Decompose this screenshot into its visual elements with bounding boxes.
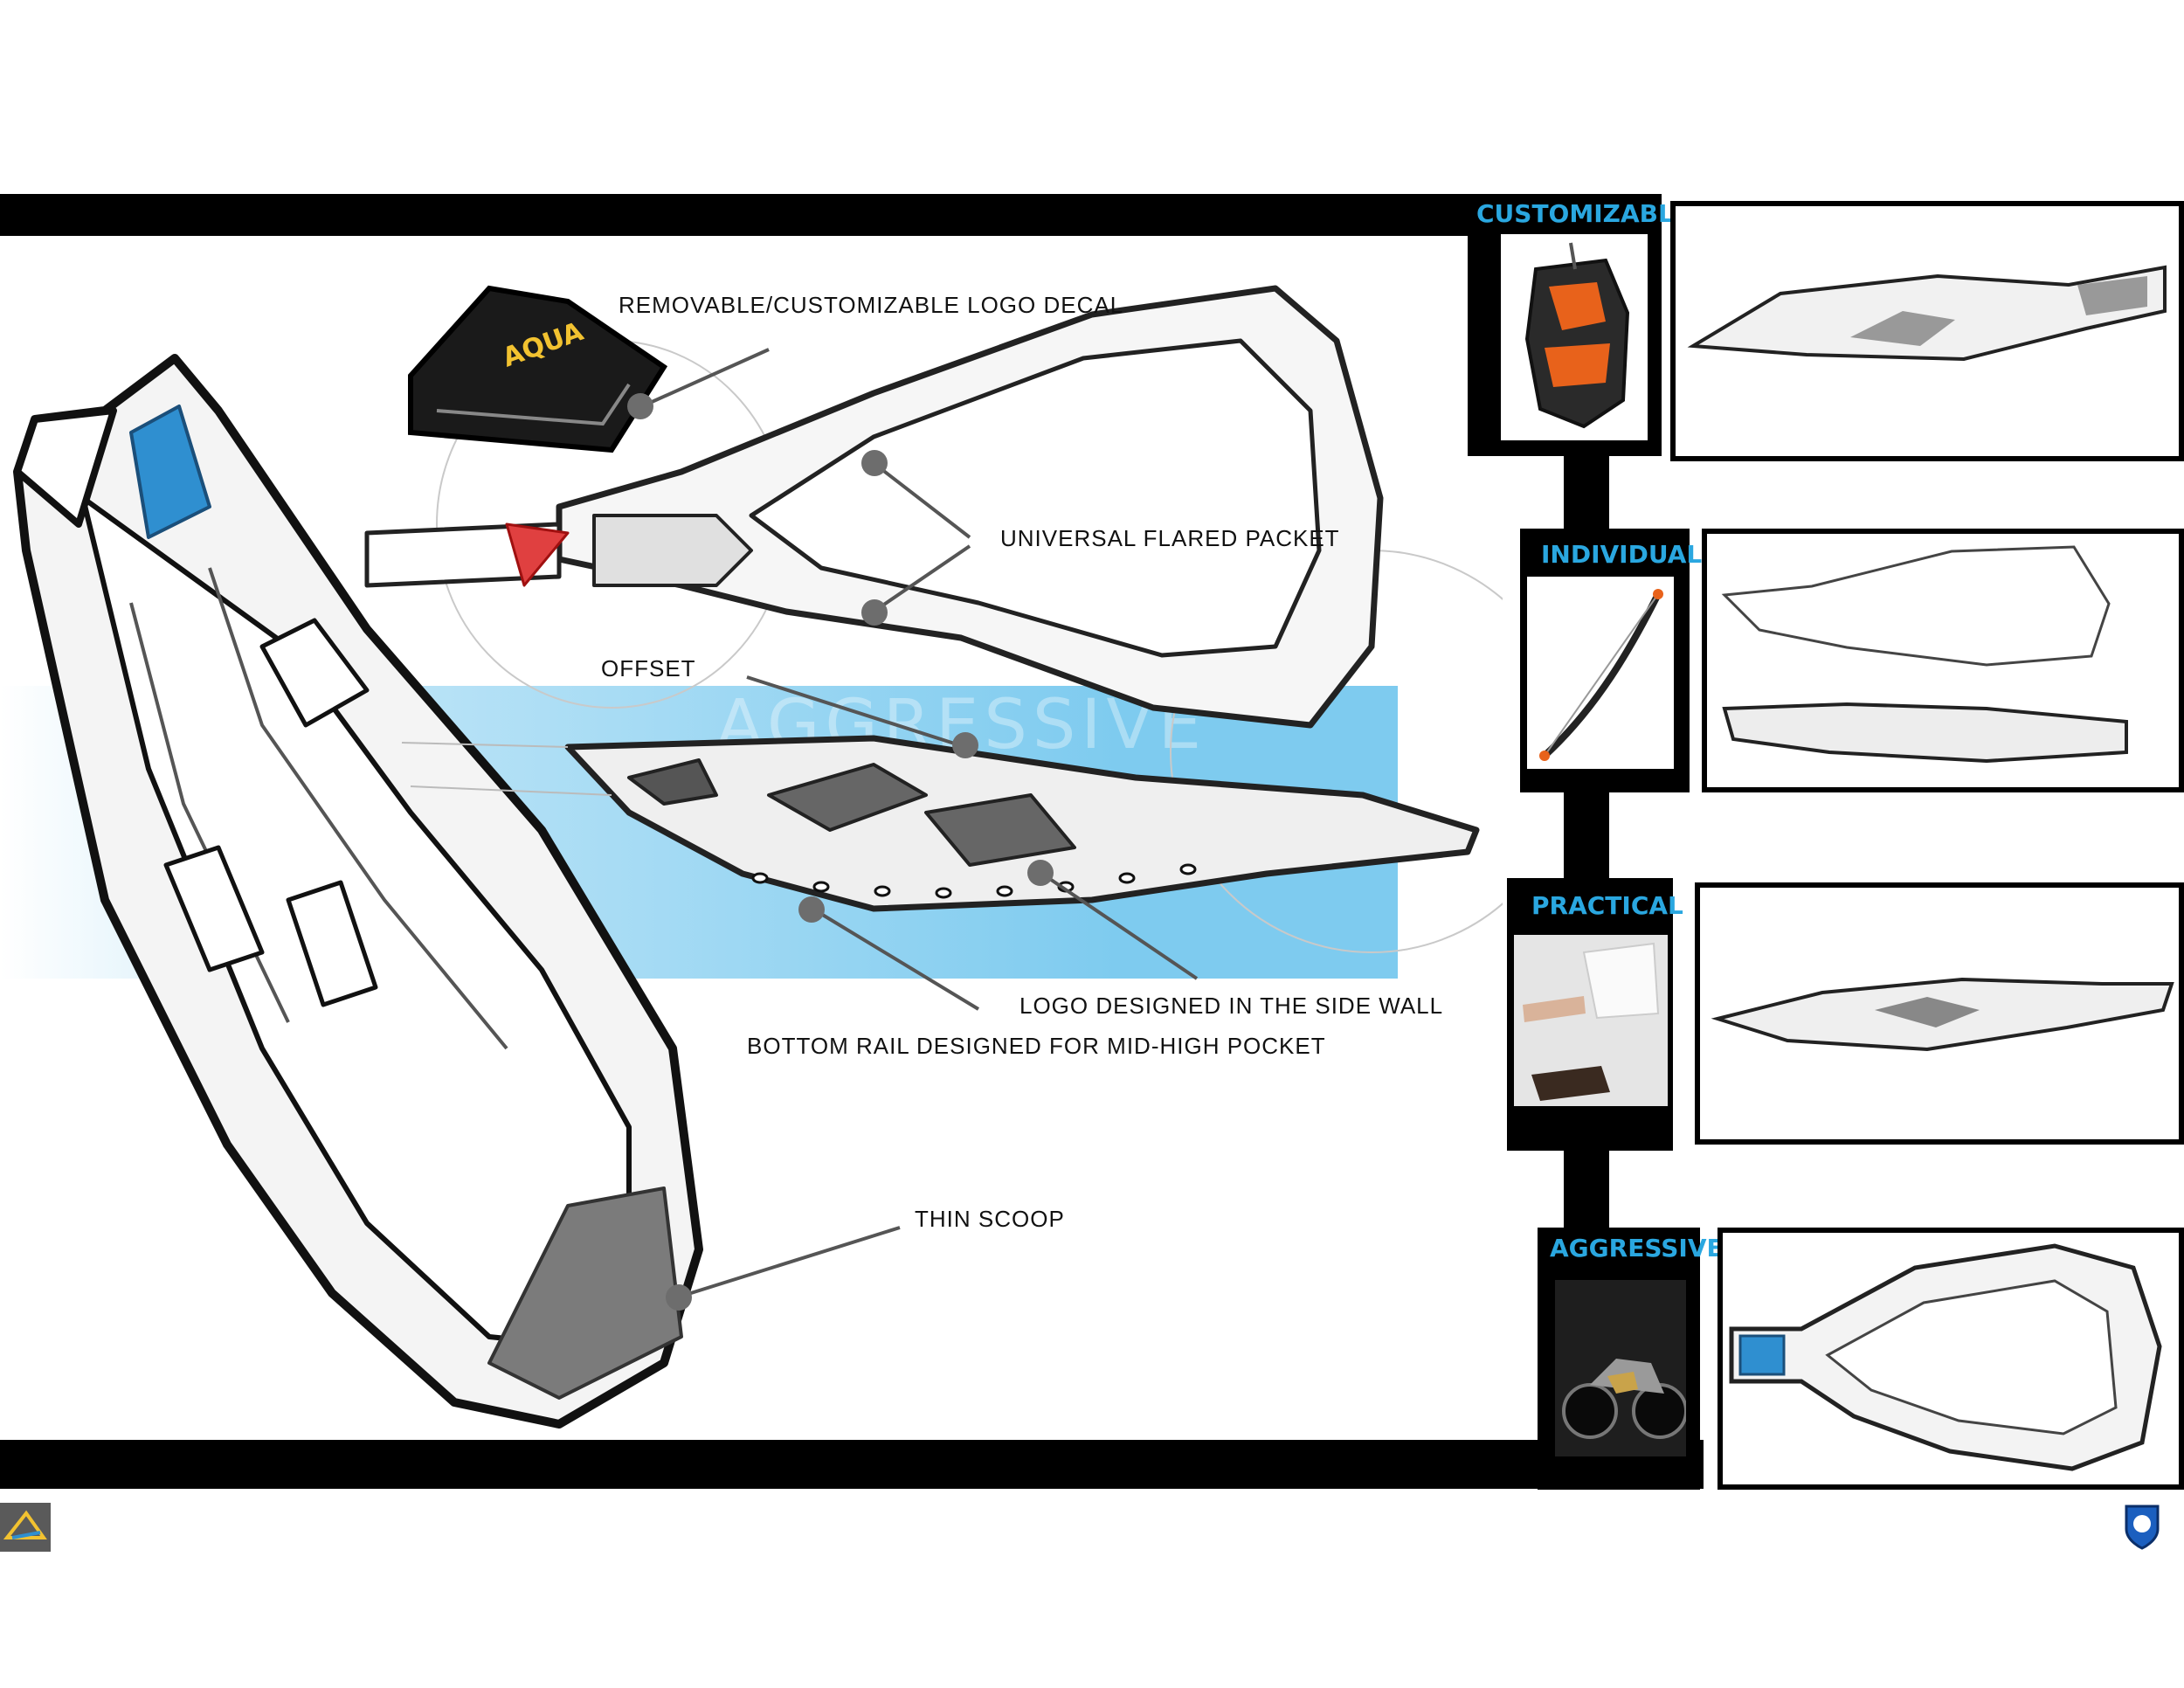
head-perspective-sketch [13, 354, 703, 1429]
callout-dot-bottom-rail [798, 896, 825, 923]
head-side-view-sketch [401, 735, 1480, 912]
photo-bow [1527, 577, 1674, 769]
callout-dot-packet-bottom [861, 599, 888, 626]
callout-logo-decal: REMOVABLE/CUSTOMIZABLE LOGO DECAL [619, 292, 1124, 318]
render-individual [1702, 529, 2184, 792]
callout-bottom-rail: BOTTOM RAIL DESIGNED FOR MID-HIGH POCKET [747, 1033, 1326, 1059]
bottom-bar [0, 1440, 1704, 1489]
top-bar [0, 194, 1511, 236]
callout-dot-logo-decal [627, 393, 653, 419]
photo-motorcycle [1555, 1280, 1688, 1456]
photo-gaming-mouse [1501, 234, 1648, 440]
render-practical [1695, 882, 2184, 1145]
callout-thin-scoop: THIN SCOOP [915, 1206, 1065, 1232]
logo-decal-sketch: AQUA [408, 285, 668, 453]
sketch-area: AQUA [13, 285, 1503, 1429]
callout-dot-side-wall [1027, 860, 1054, 886]
aqua-brand-logo-icon [0, 1503, 51, 1552]
callout-flared-packet: UNIVERSAL FLARED PACKET [1000, 525, 1340, 551]
category-practical-title: PRACTICAL [1531, 891, 1683, 920]
callout-dot-packet-top [861, 450, 888, 476]
render-aggressive [1717, 1228, 2184, 1490]
callout-side-wall-logo: LOGO DESIGNED IN THE SIDE WALL [1019, 993, 1444, 1019]
photo-dustpan-brush [1514, 935, 1668, 1106]
render-customizable [1670, 201, 2184, 461]
category-individual-title: INDIVIDUAL [1541, 540, 1703, 569]
callout-offset: OFFSET [601, 655, 696, 681]
head-top-view-sketch [364, 285, 1384, 729]
category-aggressive-title: AGGRESSIVE [1550, 1234, 1724, 1263]
callout-dot-offset [952, 732, 978, 758]
callout-dot-scoop [666, 1284, 692, 1311]
shield-logo-icon [2123, 1501, 2161, 1552]
category-customizable-title: CUSTOMIZABLE [1476, 199, 1690, 228]
